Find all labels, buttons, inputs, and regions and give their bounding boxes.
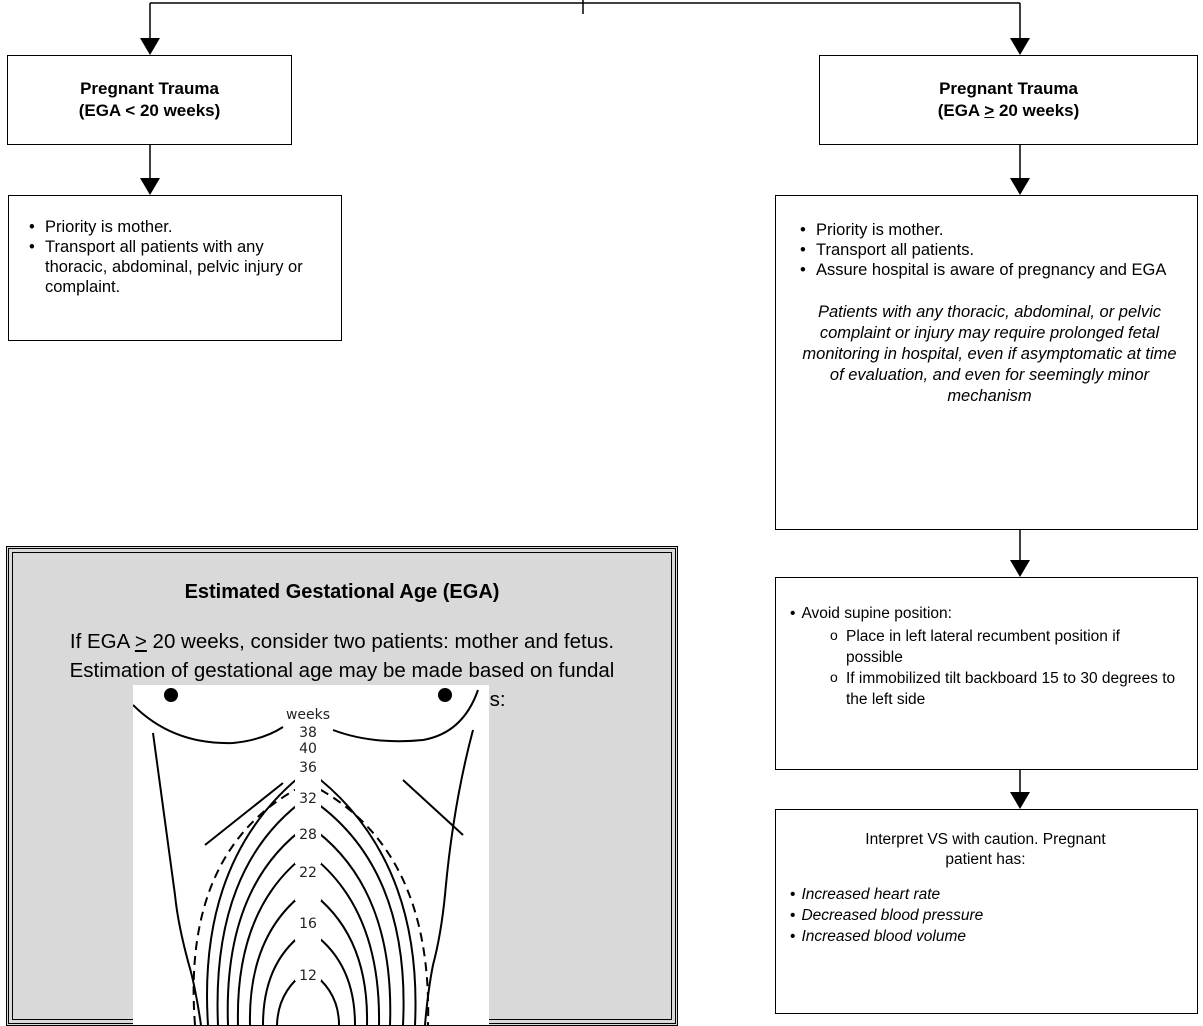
vitals-item: •Decreased blood pressure (790, 907, 984, 924)
left-bullet-list: Priority is mother. Transport all patien… (27, 217, 327, 297)
vitals-item: •Increased blood volume (790, 928, 967, 945)
supine-item: Place in left lateral recumbent position… (828, 625, 1181, 668)
left-title-line2: (EGA < 20 weeks) (78, 101, 221, 120)
arrow-head (140, 178, 160, 195)
level-label: 16 (299, 916, 317, 932)
ega-panel: Estimated Gestational Age (EGA) If EGA >… (6, 546, 678, 1026)
weeks-label: weeks (286, 707, 330, 723)
arrow-head (1010, 792, 1030, 809)
fundal-height-figure: weeks 38 40 36 32 28 22 16 12 (133, 685, 489, 1025)
arrow-head (140, 38, 160, 55)
vitals-item: •Increased heart rate (790, 886, 941, 903)
supine-sub-list: Place in left lateral recumbent position… (828, 625, 1181, 710)
level-label: 32 (299, 791, 317, 807)
supine-box: •Avoid supine position: Place in left la… (775, 577, 1198, 770)
left-bullets-box: Priority is mother. Transport all patien… (8, 195, 342, 341)
right-bullets-box: Priority is mother. Transport all patien… (775, 195, 1198, 530)
arrow-head (1010, 38, 1030, 55)
level-label: 36 (299, 760, 317, 776)
vitals-box: Interpret VS with caution. Pregnant pati… (775, 809, 1198, 1014)
level-label: 40 (299, 741, 317, 757)
right-bullet-list: Priority is mother. Transport all patien… (798, 220, 1181, 280)
level-label: 22 (299, 865, 317, 881)
right-bullet: Transport all patients. (798, 240, 1181, 260)
right-title-line1: Pregnant Trauma (939, 79, 1078, 98)
vitals-list: •Increased heart rate •Decreased blood p… (790, 884, 1181, 947)
right-title-line2: (EGA > 20 weeks) (937, 101, 1080, 120)
left-title-box: Pregnant Trauma (EGA < 20 weeks) (7, 55, 292, 145)
supine-heading: •Avoid supine position: (790, 605, 952, 622)
left-bullet: Priority is mother. (27, 217, 327, 237)
level-label: 38 (299, 725, 317, 741)
left-bullet: Transport all patients with any thoracic… (27, 237, 327, 297)
supine-item: If immobilized tilt backboard 15 to 30 d… (828, 667, 1181, 710)
right-title-box: Pregnant Trauma (EGA > 20 weeks) (819, 55, 1198, 145)
left-title-line1: Pregnant Trauma (80, 79, 219, 98)
right-bullet: Priority is mother. (798, 220, 1181, 240)
level-label: 28 (299, 827, 317, 843)
fetal-monitoring-note: Patients with any thoracic, abdominal, o… (802, 303, 1177, 405)
arrow-head (1010, 178, 1030, 195)
level-label: 12 (299, 968, 317, 984)
right-bullet: Assure hospital is aware of pregnancy an… (798, 260, 1181, 280)
vitals-intro: Interpret VS with caution. Pregnant pati… (865, 831, 1106, 868)
arrow-head (1010, 560, 1030, 577)
ega-title: Estimated Gestational Age (EGA) (184, 581, 500, 603)
